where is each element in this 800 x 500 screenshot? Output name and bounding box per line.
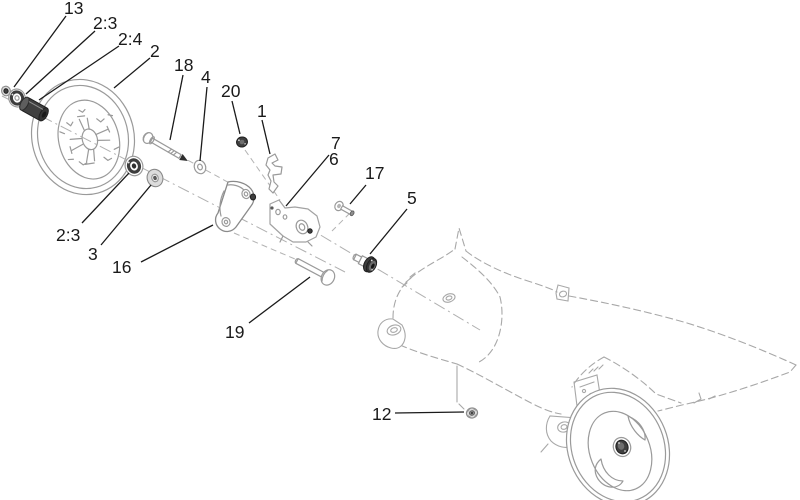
callout-6: 6 xyxy=(329,149,339,169)
leader-2-3-upper xyxy=(25,30,96,95)
part-17-screw xyxy=(334,200,355,217)
leader-12 xyxy=(394,411,465,414)
leader-1 xyxy=(261,119,271,155)
assembly-arrow xyxy=(179,154,188,161)
part-20-nut xyxy=(236,136,248,148)
part-5-bushing xyxy=(352,253,378,273)
callout-18: 18 xyxy=(174,55,193,75)
callout-12: 12 xyxy=(372,404,391,424)
part-2-4-spacer xyxy=(19,96,49,122)
part-6-7-housing xyxy=(269,199,321,247)
wheel-spoke-slot xyxy=(594,458,624,488)
wheel-bore xyxy=(81,128,99,151)
callout-3: 3 xyxy=(88,244,98,264)
callout-5: 5 xyxy=(407,188,417,208)
callout-2-4: 2:4 xyxy=(118,29,143,49)
deck-front-bracket xyxy=(377,318,406,349)
part-1-clip xyxy=(265,153,283,194)
callout-20: 20 xyxy=(221,81,241,101)
height-marks-rear xyxy=(588,364,604,374)
leader-7-6 xyxy=(285,154,330,207)
callout-16: 16 xyxy=(112,257,131,277)
wheel-hub-detail xyxy=(59,108,120,166)
deck-tick-marks xyxy=(693,392,716,404)
rear-wheel xyxy=(565,387,671,500)
leader-2-3-lower xyxy=(81,172,130,224)
leader-16 xyxy=(140,224,214,263)
part-4-washer xyxy=(193,159,207,175)
wheel-spoke-slot xyxy=(627,415,646,441)
caster-wheel xyxy=(30,78,136,196)
leader-20 xyxy=(231,100,241,135)
part-3-washer xyxy=(146,168,164,188)
leader-13 xyxy=(13,15,67,88)
leader-17 xyxy=(349,184,367,205)
callout-4: 4 xyxy=(201,67,211,87)
leader-lines xyxy=(13,15,465,414)
leader-18 xyxy=(169,74,184,141)
callout-13: 13 xyxy=(64,0,83,18)
callout-7: 7 xyxy=(331,133,341,153)
part-2-3-bearing-right xyxy=(124,155,144,177)
leader-5 xyxy=(369,208,408,255)
leader-4 xyxy=(199,86,208,162)
rear-hub-nut xyxy=(612,436,632,458)
callout-2-3-lower: 2:3 xyxy=(56,225,80,245)
leader-2-4 xyxy=(38,45,120,101)
deck-hole xyxy=(442,293,456,303)
part-18-bolt xyxy=(142,132,188,161)
part-12-nut xyxy=(465,407,479,419)
callout-17: 17 xyxy=(365,163,384,183)
callout-1: 1 xyxy=(257,101,267,121)
callout-2: 2 xyxy=(150,41,160,61)
callout-labels: 13 2:3 2:4 2 18 4 20 1 7 6 17 5 2:3 3 16… xyxy=(56,0,417,424)
callout-2-3-upper: 2:3 xyxy=(93,13,117,33)
part-16-bracket xyxy=(214,180,257,233)
callout-19: 19 xyxy=(225,322,244,342)
leader-19 xyxy=(248,276,311,324)
part-19-bolt xyxy=(294,258,336,286)
leader-2 xyxy=(113,57,151,89)
leader-3 xyxy=(100,184,152,246)
